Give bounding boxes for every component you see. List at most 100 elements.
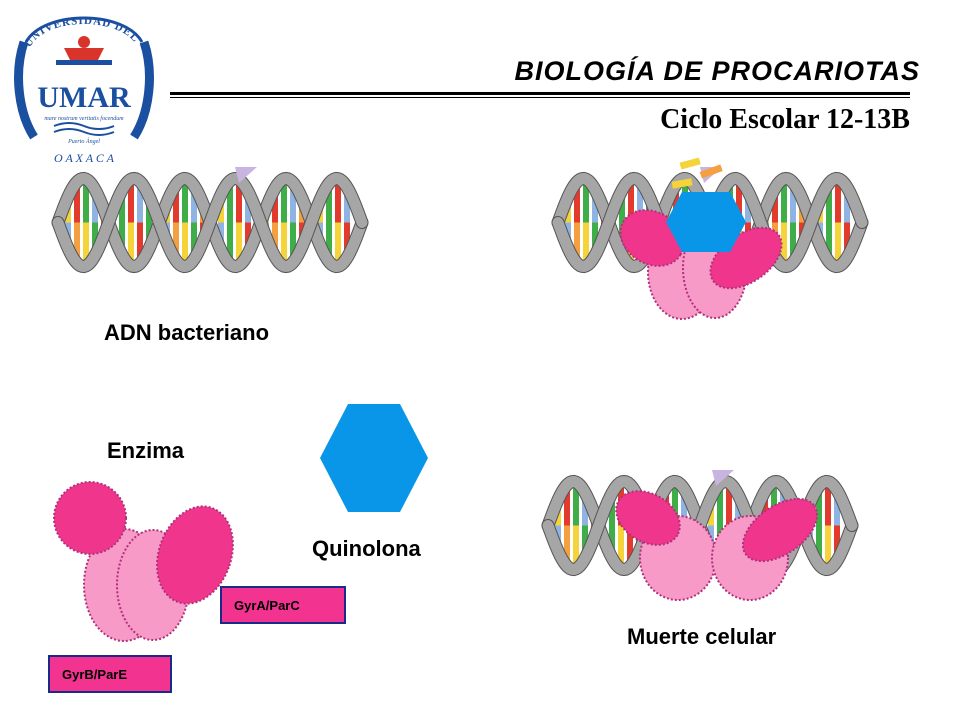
dna-base-pair <box>272 222 278 257</box>
enzyme-gyra-right-subunit <box>156 505 234 605</box>
dna-base-pair <box>762 491 768 526</box>
dna-base-pair <box>835 222 841 267</box>
logo-crest-icon <box>56 36 112 65</box>
dna-base-pair <box>844 187 850 223</box>
dna-base-pair <box>137 181 143 223</box>
dna-cut-site-icon <box>712 470 734 486</box>
dna-base-pair <box>573 482 579 526</box>
dna-base-pair <box>281 222 287 267</box>
dna-base-pair <box>619 190 625 223</box>
dna-base-pair <box>825 525 831 570</box>
dna-base-pair <box>564 525 570 567</box>
dna-base-pair <box>74 181 80 223</box>
dna-base-pair <box>816 525 822 565</box>
dna-base-pair <box>137 222 143 264</box>
logo-place: Puerto Ángel <box>67 137 100 145</box>
dna-base-pair <box>564 484 570 526</box>
dna-base-pair <box>173 222 179 261</box>
dna-base-pair <box>83 222 89 266</box>
enzyme-quinolone-complex <box>619 157 783 320</box>
dna-base-pair <box>272 188 278 223</box>
dna-base-pair <box>583 222 589 266</box>
dna-base-pair <box>844 222 850 258</box>
dna-base-pair <box>835 178 841 223</box>
dna-base-pair <box>582 525 588 559</box>
dna-base-pair <box>191 185 197 223</box>
dna-base-pair <box>128 222 134 266</box>
dna-base-pair <box>618 525 624 569</box>
dna-base-pair <box>191 222 197 260</box>
umar-logo: UNIVERSIDAD DEL MAR UMAR mare nostrum ve… <box>0 0 154 165</box>
dna-base-pair <box>290 182 296 223</box>
dna-base-pair <box>826 183 832 223</box>
dna-base-pair <box>182 222 188 267</box>
dna-base-pair <box>344 187 350 223</box>
dna-base-pair <box>74 222 80 264</box>
page-subtitle: Ciclo Escolar 12-13B <box>660 104 910 135</box>
logo-monogram: UMAR <box>37 81 131 114</box>
dna-base-pair <box>335 222 341 267</box>
dna-base-pair <box>583 179 589 223</box>
dna-base-pair <box>173 184 179 223</box>
dna-base-pair <box>628 179 634 223</box>
quinolone-label: Quinolona <box>312 536 421 561</box>
enzyme-gyra-left-subunit <box>53 481 127 555</box>
enzyme-label: Enzima <box>107 438 185 463</box>
dna-base-pair <box>825 481 831 526</box>
enzyme-gyra-bound-right <box>741 497 819 563</box>
dna-base-pair <box>573 525 579 569</box>
dna-base-pair <box>574 181 580 223</box>
dna-base-pair <box>781 178 787 223</box>
dna-base-pair <box>826 222 832 262</box>
dna-base-pair <box>816 486 822 526</box>
dna-base-pair <box>592 189 598 223</box>
dna-backbone-strand <box>52 172 368 273</box>
gyra-parc-tag: GyrA/ParC <box>220 586 346 624</box>
dna-base-pair <box>326 222 332 262</box>
dna-base-pair <box>790 182 796 223</box>
enzyme-bound-dna <box>615 490 819 601</box>
dna-base-pair <box>92 222 98 256</box>
dna-base-pair <box>227 222 233 265</box>
dna-label: ADN bacteriano <box>104 320 270 345</box>
dna-base-pair <box>637 181 643 223</box>
page-title: BIOLOGÍA DE PROCARIOTAS <box>514 56 920 86</box>
dna-base-pair <box>781 222 787 267</box>
dna-base-pair <box>83 179 89 223</box>
dna-base-pair <box>834 490 840 526</box>
gyrb-pare-tag: GyrB/ParE <box>48 655 172 693</box>
title-rule <box>170 92 910 95</box>
dna-base-pair <box>609 493 615 526</box>
dna-base-pair <box>344 222 350 258</box>
dna-base-pair <box>726 482 732 526</box>
dna-base-pair <box>681 488 687 526</box>
quinolone-hexagon <box>320 404 428 512</box>
dna-base-pair <box>771 481 777 526</box>
dna-base-pair <box>609 525 615 558</box>
enzyme-topoisomerase <box>53 481 234 642</box>
dna-base-pair <box>119 222 125 255</box>
dna-cut-site-icon <box>235 167 257 183</box>
quinolone-hexagon-bound <box>666 192 746 252</box>
dna-base-pair <box>182 178 188 223</box>
dna-base-pair <box>236 222 242 266</box>
dna-base-pair <box>227 180 233 223</box>
logo-state: O A X A C A <box>54 151 115 165</box>
dna-base-pair <box>790 222 796 263</box>
dna-base-pair <box>717 483 723 526</box>
dna-base-pair <box>335 178 341 223</box>
logo-motto: mare nostrum veritatis focendum <box>44 115 124 122</box>
dna-break-fragments-icon <box>671 157 723 189</box>
title-rule-thin <box>170 97 910 98</box>
dna-base-pair <box>582 492 588 526</box>
dna-base-pair <box>128 179 134 223</box>
cell-death-label: Muerte celular <box>627 624 777 649</box>
dna-base-pair <box>119 190 125 223</box>
dna-base-pair <box>772 188 778 223</box>
dna-helix-bacterial <box>51 167 369 274</box>
dna-base-pair <box>326 183 332 223</box>
dna-base-pair <box>236 179 242 223</box>
dna-base-pair <box>834 525 840 561</box>
dna-base-pair <box>574 222 580 264</box>
dna-base-pair <box>627 525 633 567</box>
